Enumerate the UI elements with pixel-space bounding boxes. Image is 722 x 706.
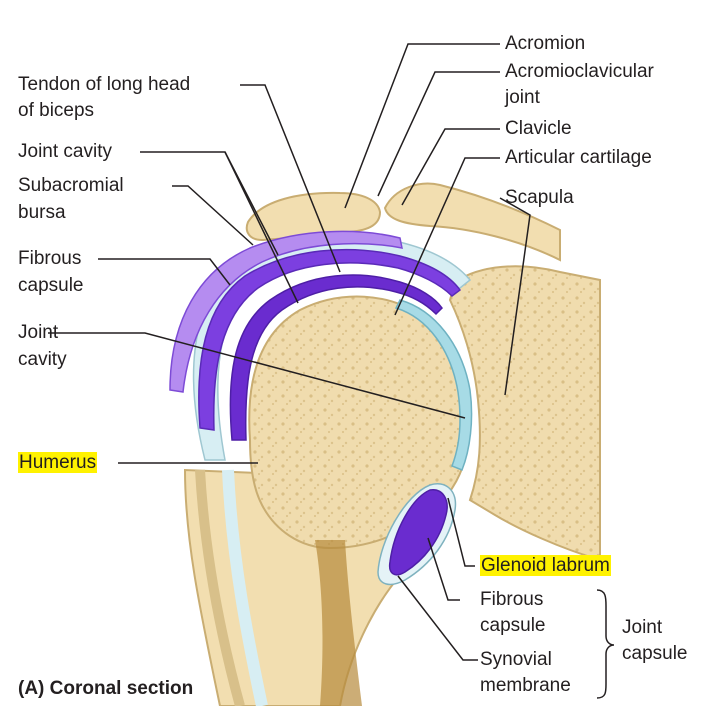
label-acromioclavicular-2: joint	[505, 87, 540, 108]
label-joint-capsule-2: capsule	[622, 643, 688, 664]
label-humerus: Humerus	[18, 452, 98, 474]
label-glenoid-labrum-text: Glenoid labrum	[480, 555, 611, 576]
label-joint-cavity-mid-2: cavity	[18, 349, 67, 370]
label-subacromial-1: Subacromial	[18, 175, 124, 196]
label-fibrous-capsule-left-1: Fibrous	[18, 248, 82, 269]
label-joint-cavity-top: Joint cavity	[18, 141, 112, 162]
label-synovial-1: Synovial	[480, 649, 552, 670]
scapula-bone	[448, 265, 601, 562]
label-fibrous-capsule-left-2: capsule	[18, 275, 84, 296]
subacromial-bursa	[169, 230, 403, 393]
synovial-membrane-pocket	[388, 489, 448, 576]
label-synovial-2: membrane	[480, 675, 571, 696]
label-articular-cartilage: Articular cartilage	[505, 147, 652, 168]
label-joint-capsule-1: Joint	[622, 617, 663, 638]
label-scapula: Scapula	[505, 187, 574, 208]
label-fibrous-capsule-right-1: Fibrous	[480, 589, 544, 610]
articular-cartilage	[394, 299, 473, 471]
label-subacromial-2: bursa	[18, 202, 66, 223]
label-humerus-text: Humerus	[18, 452, 98, 473]
label-acromion: Acromion	[505, 33, 586, 54]
label-clavicle: Clavicle	[505, 118, 572, 139]
joint-cavity-synovial	[229, 274, 443, 441]
label-glenoid-labrum: Glenoid labrum	[480, 555, 611, 577]
joint-capsule-brace	[596, 589, 615, 699]
clavicle-bone	[383, 182, 561, 262]
label-joint-cavity-mid-1: Joint	[18, 322, 59, 343]
label-acromioclavicular-1: Acromioclavicular	[505, 61, 654, 82]
medullary-cavity	[315, 540, 362, 706]
biceps-tendon	[198, 248, 462, 431]
label-fibrous-capsule-right-2: capsule	[480, 615, 546, 636]
figure-caption: (A) Coronal section	[18, 678, 194, 699]
label-tendon-2: of biceps	[18, 100, 95, 121]
label-tendon-1: Tendon of long head	[18, 74, 191, 95]
